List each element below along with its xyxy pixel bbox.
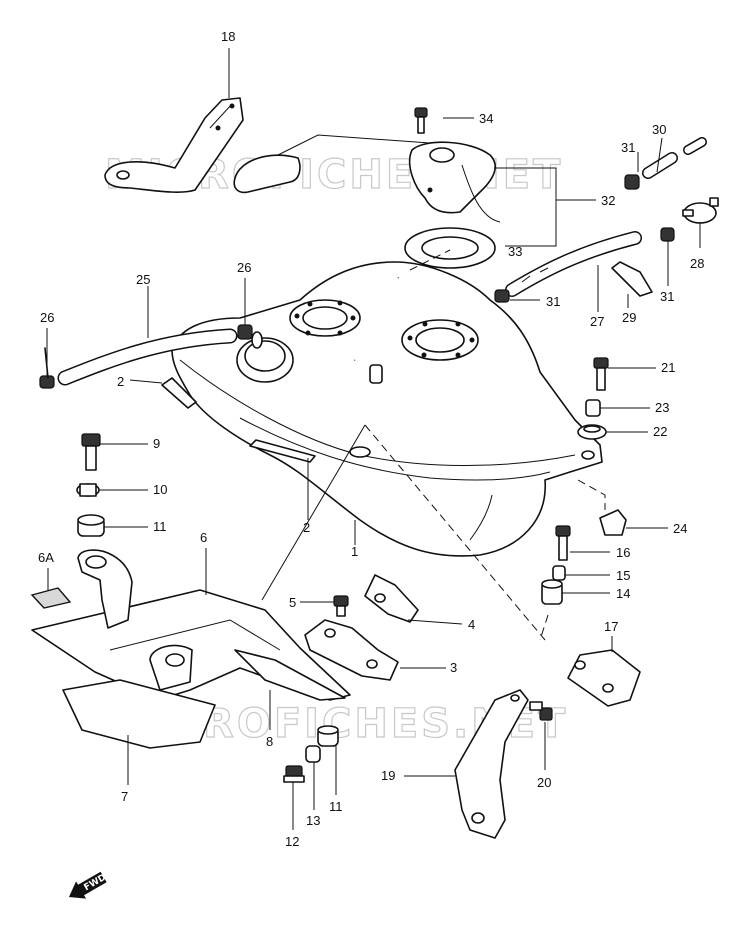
bracket-4: [364, 574, 419, 623]
callout-9: 9: [153, 436, 160, 451]
cushion-14: [541, 579, 563, 605]
callout-4: 4: [468, 617, 475, 632]
spacer-2-top: [161, 377, 197, 409]
hose-clamp-31b: [494, 289, 510, 303]
callout-7: 7: [121, 789, 128, 804]
fuel-tank: [171, 261, 603, 557]
callout-31-top: 31: [621, 140, 635, 155]
bolt-5: [333, 595, 349, 617]
callout-23: 23: [655, 400, 669, 415]
callout-21: 21: [661, 360, 675, 375]
callout-labels: 18 34 31 30 32 33 28 26 25 26 31 27 29 3…: [38, 29, 704, 849]
callout-10: 10: [153, 482, 167, 497]
callout-16: 16: [616, 545, 630, 560]
callout-2-bottom: 2: [303, 520, 310, 535]
fuel-pump-float: [233, 134, 431, 194]
fuel-hose-27: [505, 231, 642, 297]
callout-26-left: 26: [40, 310, 54, 325]
bolt-34: [414, 107, 428, 134]
bolt-20: [529, 701, 553, 721]
callout-13: 13: [306, 813, 320, 828]
callout-26-top: 26: [237, 260, 251, 275]
spacer-2-bottom: [249, 439, 316, 463]
cushion-11: [77, 514, 105, 537]
pump-gasket: [404, 227, 496, 269]
bracket-3: [304, 619, 399, 681]
callout-11-bottom: 11: [329, 799, 343, 814]
cushion-11-bottom: [317, 725, 339, 747]
hose-30: [642, 137, 707, 179]
callout-34: 34: [479, 111, 493, 126]
bolt-21: [593, 357, 609, 391]
pad-6a: [30, 587, 72, 609]
hose-clamp-31c: [660, 227, 675, 242]
heat-insulator-7: [62, 679, 216, 749]
filler-hose: [57, 328, 238, 386]
fuel-filter: [682, 197, 719, 224]
callout-30: 30: [652, 122, 666, 137]
bolt-16: [555, 525, 571, 561]
callout-5: 5: [289, 595, 296, 610]
callout-1: 1: [351, 544, 358, 559]
collar-23: [585, 399, 601, 417]
cushion-22: [577, 424, 607, 440]
callout-28: 28: [690, 256, 704, 271]
callout-25: 25: [136, 272, 150, 287]
callout-33: 33: [508, 244, 522, 259]
callout-3: 3: [450, 660, 457, 675]
fuel-pump-assembly: [408, 141, 501, 223]
collar-13: [305, 745, 321, 763]
callout-18: 18: [221, 29, 235, 44]
callout-6a: 6A: [38, 550, 54, 565]
cushion-8: [234, 649, 346, 701]
collar-10: [76, 483, 100, 497]
callout-32: 32: [601, 193, 615, 208]
bolt-9: [81, 433, 101, 471]
leader-lines: [46, 48, 701, 830]
callout-20: 20: [537, 775, 551, 790]
bracket-19: [454, 689, 529, 839]
callout-17: 17: [604, 619, 618, 634]
callout-24: 24: [673, 521, 687, 536]
callout-2-top: 2: [117, 374, 124, 389]
callout-19: 19: [381, 768, 395, 783]
callout-31-right: 31: [660, 289, 674, 304]
callout-15: 15: [616, 568, 630, 583]
bolt-12: [283, 765, 305, 783]
fuel-gauge-bracket: [104, 97, 244, 193]
callout-14: 14: [616, 586, 630, 601]
forward-arrow-icon: FWD: [68, 871, 108, 899]
callout-11-left: 11: [153, 519, 167, 534]
hose-clamp-31a: [624, 174, 640, 190]
hose-holder: [611, 261, 653, 297]
collar-15: [552, 565, 566, 581]
callout-8: 8: [266, 734, 273, 749]
callout-12: 12: [285, 834, 299, 849]
callout-31-mid: 31: [546, 294, 560, 309]
callout-22: 22: [653, 424, 667, 439]
bracket-17: [567, 649, 641, 707]
hose-clamp-filler: [237, 324, 263, 349]
callout-6: 6: [200, 530, 207, 545]
callout-29: 29: [622, 310, 636, 325]
cushion-24: [599, 509, 627, 536]
callout-27: 27: [590, 314, 604, 329]
